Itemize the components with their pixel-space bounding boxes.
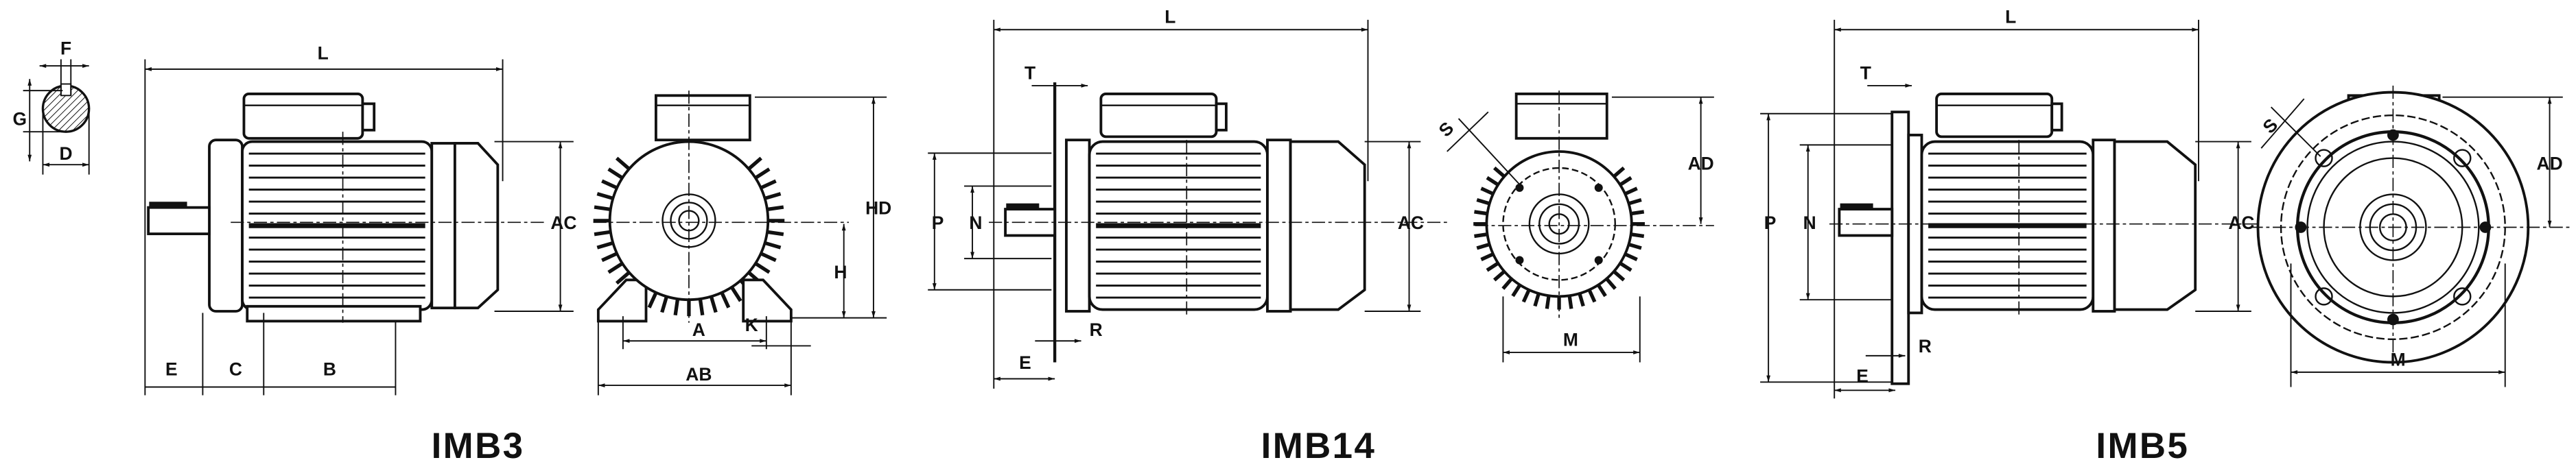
dim-label-r: R [1919, 336, 1932, 357]
view-title: IMB5 [2096, 426, 2189, 466]
dim-label-h: H [834, 262, 847, 282]
dim-label-p: P [1764, 213, 1777, 233]
dim-label-e: E [1019, 352, 1031, 373]
front-view-flange [2249, 85, 2571, 366]
dim-label-b: B [323, 359, 336, 380]
dim-label-g: G [13, 109, 27, 130]
view-title: IMB3 [432, 426, 525, 466]
dim-label-p: P [932, 213, 944, 233]
dim-label-ad: AD [1688, 153, 1714, 173]
side-view-motor [989, 82, 1451, 363]
cooling-fins [1096, 152, 1261, 299]
side-view-motor [1829, 92, 2258, 385]
dim-label-e: E [165, 359, 178, 380]
side-view-motor [147, 92, 544, 323]
dim-label-l: L [318, 43, 329, 63]
dim-label-a: A [692, 319, 705, 340]
dim-label-d: D [60, 143, 73, 164]
cooling-fins [248, 152, 425, 299]
dim-label-m: M [1563, 329, 1578, 350]
view-title: IMB14 [1261, 426, 1377, 466]
dim-label-l: L [2005, 7, 2016, 27]
dim-label-n: N [1803, 213, 1816, 233]
view-imb14: L T P N AC R E S AD [928, 7, 1714, 466]
dim-label-t: T [1860, 62, 1871, 83]
front-view-motor [593, 90, 849, 323]
dim-label-hd: HD [865, 197, 891, 218]
front-view-motor [1447, 90, 1714, 322]
view-imb5: L T P N AC R E [1760, 7, 2571, 466]
dim-label-s: S [2259, 114, 2282, 138]
dim-label-k: K [745, 315, 758, 335]
dim-label-e: E [1856, 365, 1869, 386]
shaft-key-section: F G D [13, 38, 91, 175]
dim-label-ab: AB [686, 364, 712, 385]
dim-label-c: C [229, 359, 242, 380]
dim-label-ac: AC [2228, 213, 2254, 233]
dim-label-f: F [60, 38, 71, 58]
dim-label-ac: AC [1398, 213, 1424, 233]
dim-label-s: S [1435, 118, 1458, 141]
dim-label-ac: AC [550, 213, 576, 233]
dim-label-m: M [2391, 349, 2406, 370]
dim-label-r: R [1090, 319, 1103, 340]
dim-label-l: L [1164, 7, 1175, 27]
dim-label-t: T [1024, 62, 1035, 83]
view-imb3: F G D L AC E C B [13, 38, 892, 466]
dim-label-n: N [969, 213, 982, 233]
cooling-fins [1928, 152, 2087, 299]
dim-label-ad: AD [2537, 153, 2563, 173]
